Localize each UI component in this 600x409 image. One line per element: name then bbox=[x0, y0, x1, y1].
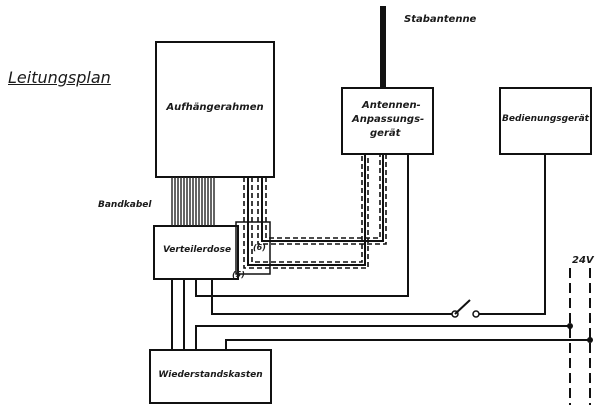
wire-switch-bedienung bbox=[479, 154, 546, 315]
aufhaengerahmen-box bbox=[155, 41, 275, 178]
stabantenne-label: Stabantenne bbox=[404, 14, 477, 25]
bandkabel-ribbon bbox=[171, 177, 215, 226]
widerstandskasten-box bbox=[149, 349, 272, 404]
wire-verteiler-switch bbox=[211, 279, 452, 315]
bedienungsgeraet-label: Bedienungsgerät bbox=[502, 114, 589, 124]
bandkabel-label: Bandkabel bbox=[98, 200, 152, 210]
diagram-title: Leitungsplan bbox=[8, 68, 111, 87]
junction-dot-1 bbox=[567, 323, 573, 329]
antennen-label-2: Anpassungs- bbox=[352, 114, 425, 125]
antennen-label-3: gerät bbox=[370, 128, 401, 139]
antennen-box bbox=[341, 87, 434, 155]
voltage-label: 24V bbox=[572, 255, 594, 266]
antennen-label-1: Antennen- bbox=[362, 100, 421, 111]
aufhaengerahmen-label: Aufhängerahmen bbox=[166, 102, 264, 113]
wire-widerstand-24v-1 bbox=[195, 325, 570, 350]
verteilerdose-label: Verteilerdose bbox=[163, 245, 232, 255]
terminal-6-label: (6) bbox=[253, 243, 266, 252]
coax-cables bbox=[243, 154, 387, 269]
wire-widerstand-24v-2 bbox=[225, 339, 590, 350]
terminal-box bbox=[235, 221, 271, 275]
junction-dot-2 bbox=[587, 337, 593, 343]
wire-verteiler-antennen bbox=[195, 154, 409, 297]
widerstandskasten-label: Wiederstandskasten bbox=[158, 370, 263, 380]
switch-symbol bbox=[451, 299, 480, 318]
terminal-5-label: (5) bbox=[232, 270, 245, 279]
